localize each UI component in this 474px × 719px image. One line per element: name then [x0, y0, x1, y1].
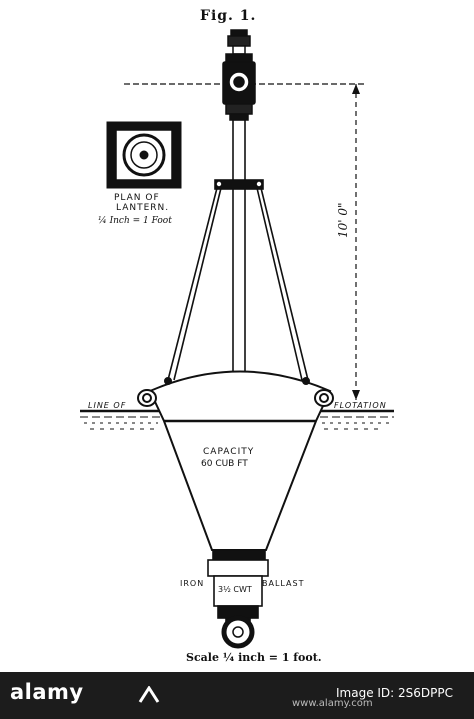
ballast-iron-label: IRON — [180, 579, 205, 588]
image-id: Image ID: 2S6DPPC — [336, 686, 454, 700]
plan-label-line1: PLAN OF — [114, 193, 160, 203]
site-url: www.alamy.com — [292, 698, 373, 709]
mast — [214, 119, 264, 373]
scale-caption: Scale ¼ inch = 1 foot. — [186, 651, 322, 664]
dimension-arrow-bottom — [352, 390, 360, 400]
brand-logo: alamy — [10, 680, 84, 704]
brand-mark-icon — [138, 686, 160, 703]
capacity-value: 60 CUB FT — [201, 459, 248, 469]
iron-ballast — [207, 549, 269, 649]
ballast-weight-label: 3½ CWT — [218, 585, 252, 594]
buoy-body — [137, 370, 334, 551]
lantern — [222, 29, 256, 121]
plan-scale-label: ¼ Inch = 1 Foot — [98, 216, 172, 226]
waterline — [80, 409, 394, 430]
plan-label-line2: LANTERN. — [116, 203, 170, 213]
line-of-label: LINE OF — [88, 401, 127, 410]
plan-of-lantern — [106, 121, 182, 189]
buoy-diagram: Fig. 1. PLAN OF LANTERN. ¼ Inch = 1 Foot… — [80, 8, 394, 664]
dimension-arrow-top — [352, 84, 360, 94]
figure-title: Fig. 1. — [200, 8, 257, 24]
stock-watermark-bar: alamy Image ID: 2S6DPPC www.alamy.com — [0, 672, 474, 719]
buoy-drawing — [80, 29, 394, 649]
height-dimension-label: 10' 0" — [336, 202, 350, 238]
flotation-label: FLOTATION — [334, 401, 387, 410]
ballast-label: BALLAST — [262, 579, 305, 588]
capacity-label: CAPACITY — [203, 447, 255, 457]
stay-rods — [167, 187, 309, 381]
